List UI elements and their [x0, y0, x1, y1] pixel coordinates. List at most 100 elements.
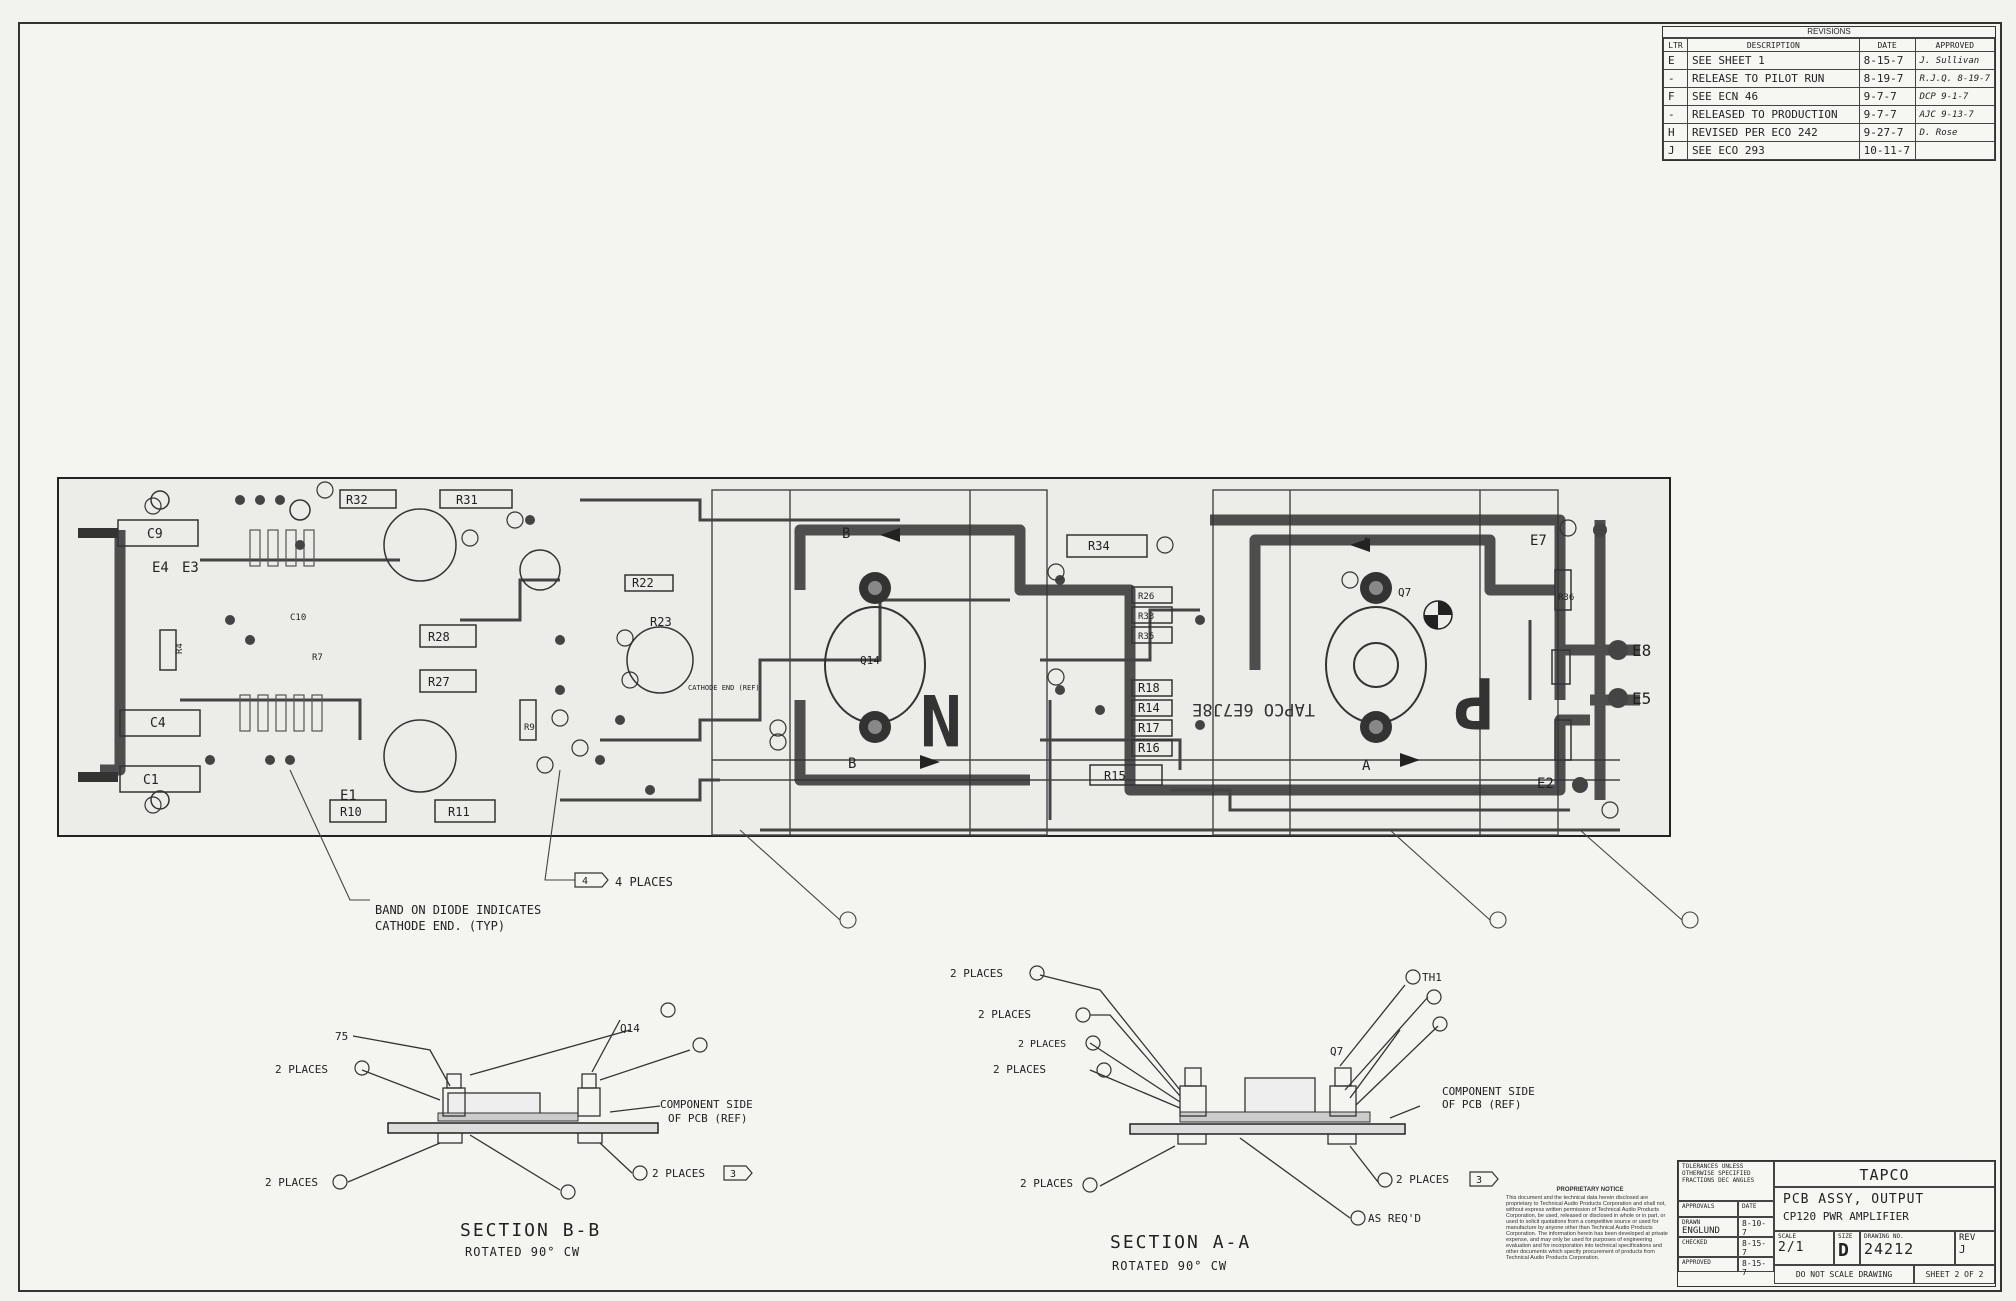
size-label: SIZE — [1838, 1233, 1853, 1240]
rev-value: J — [1959, 1243, 1966, 1256]
ref-label: R18 — [1138, 681, 1160, 695]
mirrored-board-text: TAPCO 6E7J8E — [1192, 699, 1315, 719]
section-aa-detail — [1029, 965, 1448, 1226]
drawing-title: PCB ASSY, OUTPUT CP120 PWR AMPLIFIER — [1774, 1187, 1995, 1231]
scale-value: 2/1 — [1778, 1240, 1805, 1255]
notice-heading: PROPRIETARY NOTICE — [1556, 1187, 1624, 1193]
section-bb-places-1: 2 PLACES — [275, 1063, 328, 1076]
section-aa-q-label: Q7 — [1330, 1045, 1343, 1058]
terminal-label: E2 — [1537, 776, 1554, 792]
pcb-small-resistors — [239, 529, 323, 732]
section-aa-th-label: TH1 — [1422, 971, 1442, 984]
trace-letter-p: P — [1453, 661, 1495, 743]
ref-label: R17 — [1138, 721, 1160, 735]
pcb-pads — [205, 495, 1628, 795]
tolerances-cell: TOLERANCES UNLESS OTHERWISE SPECIFIED FR… — [1678, 1161, 1774, 1201]
section-bb-q-label: Q14 — [620, 1022, 640, 1035]
four-places-note: 4 PLACES — [615, 875, 673, 889]
size-value: D — [1838, 1240, 1849, 1261]
scale-label: SCALE — [1778, 1233, 1797, 1240]
drawing-number-cell: DRAWING NO. 24212 — [1860, 1231, 1955, 1265]
ref-label: R7 — [312, 653, 323, 663]
ref-label: R28 — [428, 630, 450, 644]
terminal-label: E1 — [340, 788, 357, 804]
pcb-lugs — [78, 528, 118, 782]
diode-band-note-2: CATHODE END. (TYP) — [375, 919, 505, 933]
section-aa-component-side: COMPONENT SIDE — [1442, 1085, 1535, 1098]
notice-body: This document and the technical data her… — [1506, 1195, 1668, 1261]
transistor-label: Q7 — [1398, 586, 1411, 599]
ref-label: R34 — [1088, 539, 1110, 553]
pcb-components — [117, 489, 1572, 823]
ref-label: C9 — [147, 527, 163, 542]
company-name: TAPCO — [1774, 1161, 1995, 1187]
rev-date: 9-7-7 — [1858, 105, 1916, 124]
rev-date: 8-15-7 — [1858, 51, 1916, 70]
ref-label: R14 — [1138, 701, 1160, 715]
terminal-label: E4 — [152, 560, 169, 576]
section-aa-places-5: 2 PLACES — [1020, 1177, 1073, 1190]
section-bb-places-3: 2 PLACES — [652, 1167, 705, 1180]
approved-label: APPROVED — [1678, 1257, 1738, 1272]
terminal-label: E5 — [1632, 689, 1651, 708]
approved-date: 8-15-7 — [1738, 1257, 1774, 1277]
drawing-title-line-1: PCB ASSY, OUTPUT — [1783, 1192, 1925, 1207]
note-flag-number: 4 — [582, 876, 588, 887]
approvals-date-header: DATE — [1738, 1201, 1774, 1217]
approvals-header: APPROVALS — [1678, 1201, 1738, 1217]
ref-label: R26 — [1138, 592, 1154, 602]
proprietary-notice: PROPRIETARY NOTICE This document and the… — [1506, 1187, 1674, 1261]
drawing-title-line-2: CP120 PWR AMPLIFIER — [1783, 1210, 1909, 1223]
rev-date: 10-11-7 — [1858, 141, 1916, 160]
section-bb-title: SECTION B-B — [460, 1220, 601, 1241]
section-aa-component-side-2: OF PCB (REF) — [1442, 1098, 1521, 1111]
ref-label: R36 — [1558, 593, 1574, 603]
section-aa-as-reqd: AS REQ'D — [1368, 1212, 1421, 1225]
ref-label: R11 — [448, 805, 470, 819]
ref-label: C10 — [290, 613, 306, 623]
drawn-label: DRAWN — [1682, 1219, 1701, 1226]
tolerances-label: TOLERANCES UNLESS OTHERWISE SPECIFIED — [1682, 1163, 1751, 1177]
section-aa-subtitle: ROTATED 90° CW — [1112, 1259, 1227, 1273]
section-aa-places-4: 2 PLACES — [993, 1063, 1046, 1076]
note-flag-number: 3 — [730, 1169, 736, 1180]
rev-desc: SEE ECO 293 — [1686, 141, 1860, 160]
revisions-block: REVISIONS LTR DESCRIPTION DATE APPROVED … — [1662, 26, 1996, 161]
ref-label: R31 — [456, 493, 478, 507]
fractions-label: FRACTIONS DEC ANGLES — [1682, 1177, 1755, 1184]
q7-transistor — [1325, 572, 1453, 743]
q14-transistor — [824, 572, 926, 743]
revisions-caption: REVISIONS — [1663, 27, 1995, 38]
section-aa-places-2: 2 PLACES — [978, 1008, 1031, 1021]
drawn-date: 8-10-7 — [1738, 1217, 1774, 1237]
pcb-arrows — [880, 528, 1420, 769]
trace-letter-b: B — [848, 756, 856, 772]
terminal-label: E3 — [182, 560, 199, 576]
sheet-number: SHEET 2 OF 2 — [1914, 1265, 1995, 1284]
title-block: TOLERANCES UNLESS OTHERWISE SPECIFIED FR… — [1677, 1160, 1996, 1287]
trace-letter-a: A — [1362, 758, 1371, 774]
section-bb-subtitle: ROTATED 90° CW — [465, 1245, 580, 1259]
transistor-label: Q14 — [860, 654, 880, 667]
pcb-traces — [180, 498, 1620, 832]
section-aa-title: SECTION A-A — [1110, 1232, 1251, 1253]
ref-label: R32 — [346, 493, 368, 507]
ref-label: R4 — [175, 643, 185, 654]
ref-label: R10 — [340, 805, 362, 819]
section-bb-places-2: 2 PLACES — [265, 1176, 318, 1189]
rev-cell: REV J — [1955, 1231, 1995, 1265]
note-flag-3 — [723, 1165, 753, 1181]
section-aa-places-3: 2 PLACES — [1018, 1039, 1066, 1050]
drawn-by: ENGLUND — [1682, 1226, 1720, 1236]
drawing-number: 24212 — [1864, 1240, 1915, 1258]
note-flag-4 — [574, 872, 609, 888]
ref-label: R9 — [524, 723, 535, 733]
section-bb-component-side: COMPONENT SIDE — [660, 1098, 753, 1111]
ref-designators: R32 R31 R34 R22 R23 R28 R27 R10 R11 R18 … — [143, 493, 1651, 819]
checked-date: 8-15-7 — [1738, 1237, 1774, 1257]
section-bb-item-75: 75 — [335, 1030, 348, 1043]
